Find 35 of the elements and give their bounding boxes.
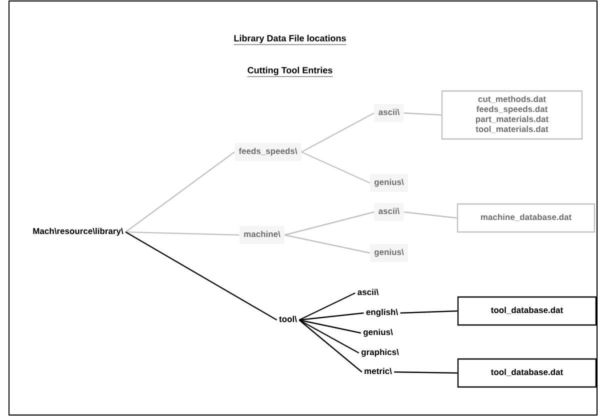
folder-label: genius\ <box>370 174 408 192</box>
connector-line <box>298 320 362 372</box>
file-box: tool_database.dat <box>457 358 597 388</box>
connector-line <box>394 371 458 374</box>
folder-label: feeds_speeds\ <box>234 143 302 161</box>
connector-line <box>299 312 364 321</box>
folder-label: ascii\ <box>358 288 379 296</box>
connector-line <box>298 319 360 354</box>
folder-label: graphics\ <box>361 348 399 357</box>
folder-label: tool\ <box>279 316 297 322</box>
folder-label: ascii\ <box>374 104 404 122</box>
connector-line <box>125 231 278 321</box>
folder-label: genius\ <box>363 328 393 337</box>
connector-line <box>284 234 370 254</box>
connector-line <box>299 319 362 334</box>
connector-line <box>404 112 442 116</box>
subtitle: Cutting Tool Entries <box>247 66 333 77</box>
folder-label: genius\ <box>370 244 408 262</box>
folder-label: english\ <box>366 308 398 317</box>
title: Library Data File locations <box>234 34 346 45</box>
connector-line <box>126 231 240 236</box>
folder-label: metric\ <box>364 368 392 374</box>
file-box: tool_database.dat <box>457 296 597 326</box>
connector-line <box>284 211 374 236</box>
connector-line <box>301 151 370 184</box>
folder-label: machine\ <box>240 226 284 244</box>
folder-label: Mach\resource\library\ <box>33 228 124 236</box>
connector-line <box>404 211 457 219</box>
folder-label: ascii\ <box>374 203 404 221</box>
connector-line <box>125 152 235 232</box>
connector-line <box>298 292 356 321</box>
connector-line <box>301 112 374 153</box>
file-box: cut_methods.dat feeds_speeds.dat part_materials.dat tool_materials.dat <box>441 90 583 140</box>
file-box: machine_database.dat <box>456 203 596 233</box>
connector-line <box>400 310 458 314</box>
